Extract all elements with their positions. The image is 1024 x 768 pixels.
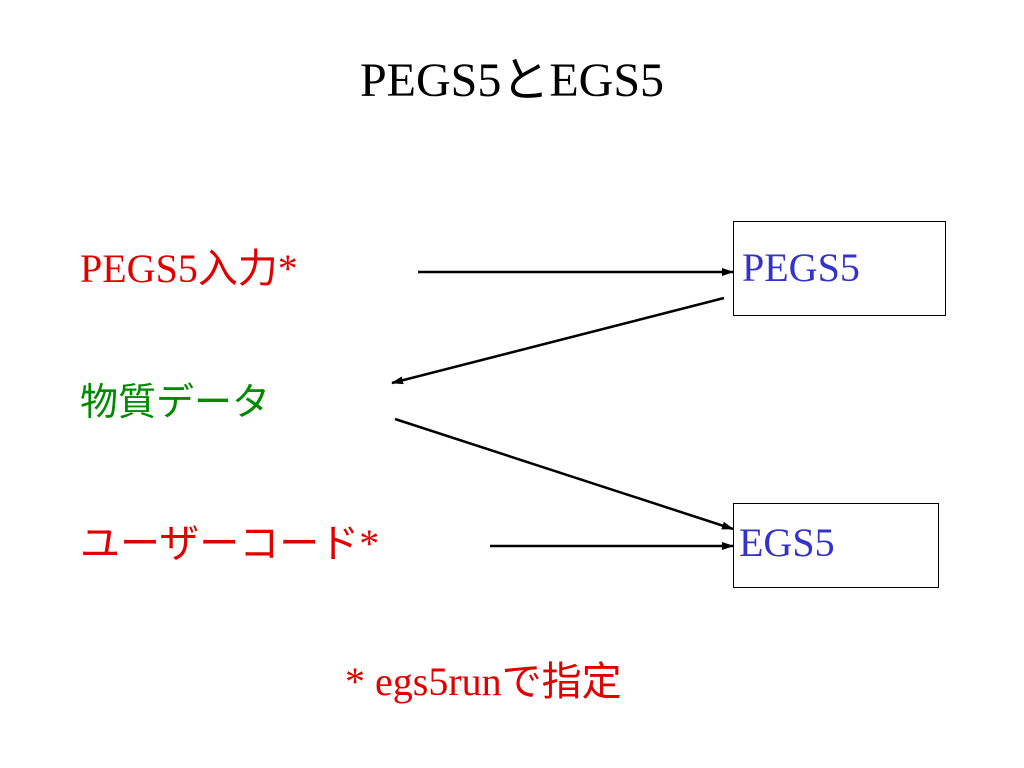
slide-title: PEGS5とEGS5 <box>359 54 665 107</box>
egs5-box: EGS5 <box>733 503 939 588</box>
egs5-box-label: EGS5 <box>739 520 835 565</box>
user-code-label: ユーザーコード* <box>80 521 380 566</box>
material-data-label: 物質データ <box>80 380 271 424</box>
footnote: * egs5runで指定 <box>345 659 622 704</box>
arrow-material-data-to-egs5 <box>394 417 734 531</box>
pegs5-input-label: PEGS5入力* <box>80 246 298 291</box>
pegs5-box-label: PEGS5 <box>742 245 860 290</box>
pegs5-box: PEGS5 <box>733 221 946 316</box>
arrow-pegs5-to-material-data <box>391 296 725 385</box>
